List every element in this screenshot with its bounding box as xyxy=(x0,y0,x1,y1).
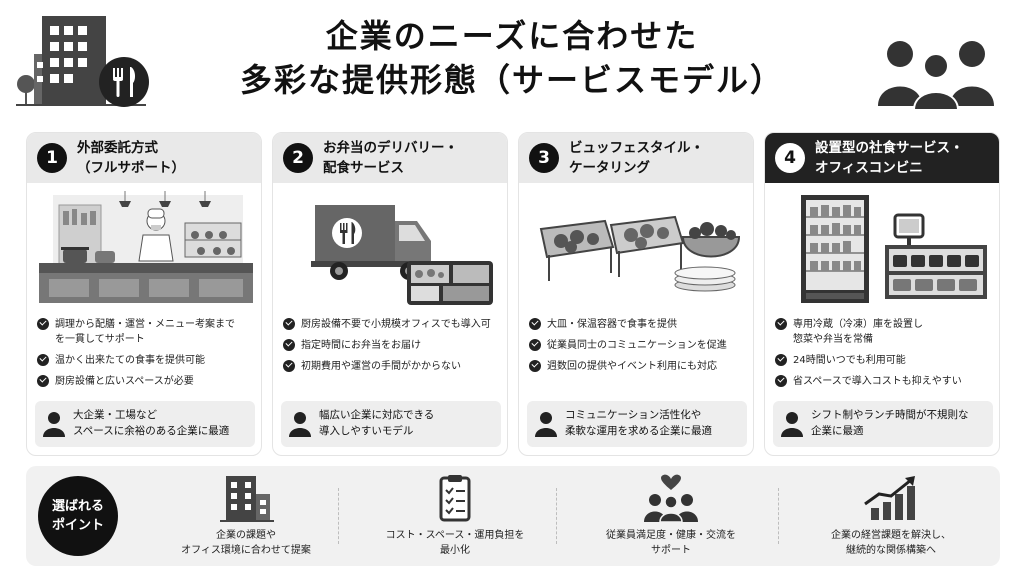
check-circle-icon xyxy=(775,318,787,330)
card-header: 2 お弁当のデリバリー・ 配食サービス xyxy=(273,133,507,183)
header: 企業のニーズに合わせた 多彩な提供形態（サービスモデル） xyxy=(0,0,1024,120)
card-title: 外部委託方式 （フルサポート） xyxy=(77,140,185,176)
feature-item: 温かく出来たての食事を提供可能 xyxy=(37,353,259,368)
target-box: 大企業・工場など スペースに余裕のある企業に最適 xyxy=(35,401,255,447)
point-text: 従業員満足度・健康・交流を サポート xyxy=(606,530,736,556)
check-circle-icon xyxy=(529,360,541,372)
card-title: 設置型の社食サービス・ オフィスコンビニ xyxy=(815,140,964,176)
person-icon xyxy=(289,412,311,437)
card-number: 4 xyxy=(775,143,805,173)
card-number: 2 xyxy=(283,143,313,173)
kitchen-chef-illustration xyxy=(35,191,255,309)
service-model-cards: 1 外部委託方式 （フルサポート） xyxy=(26,132,1000,456)
person-icon xyxy=(43,412,65,437)
target-text: 幅広い企業に対応できる 導入しやすいモデル xyxy=(319,409,435,437)
feature-text: 初期費用や運営の手間がかからない xyxy=(301,361,461,372)
feature-list: 大皿・保温容器で食事を提供 従業員同士のコミュニケーションを促進 週数回の提供や… xyxy=(529,317,751,380)
title-line-2: 多彩な提供形態（サービスモデル） xyxy=(239,61,784,99)
fridge-kiosk-illustration xyxy=(773,191,993,309)
target-text: シフト制やランチ時間が不規則な 企業に最適 xyxy=(811,409,969,437)
check-circle-icon xyxy=(37,318,49,330)
target-text: コミュニケーション活性化や 柔軟な運用を求める企業に最適 xyxy=(565,409,712,437)
feature-item: 専用冷蔵（冷凍）庫を設置し 惣菜や弁当を常備 xyxy=(775,317,997,347)
card-buffet-catering: 3 ビュッフェスタイル・ ケータリング 大皿・保温容器で食事を提供 xyxy=(518,132,754,456)
check-circle-icon xyxy=(283,318,295,330)
header-illustration xyxy=(12,14,152,110)
card-bento-delivery: 2 お弁当のデリバリー・ 配食サービス 厨房設備不要で小 xyxy=(272,132,508,456)
point-text: 企業の経営課題を解決し、 継続的な関係構築へ xyxy=(831,530,951,556)
check-circle-icon xyxy=(529,339,541,351)
feature-text: 大皿・保温容器で食事を提供 xyxy=(547,319,677,330)
person-icon xyxy=(781,412,803,437)
office-building-icon xyxy=(220,476,274,522)
feature-text: 24時間いつでも利用可能 xyxy=(793,355,906,366)
feature-list: 調理から配膳・運営・メニュー考案まで を一貫してサポート 温かく出来たての食事を… xyxy=(37,317,259,395)
check-circle-icon xyxy=(283,360,295,372)
feature-item: 指定時間にお弁当をお届け xyxy=(283,338,505,353)
feature-item: 従業員同士のコミュニケーションを促進 xyxy=(529,338,751,353)
feature-text: 週数回の提供やイベント利用にも対応 xyxy=(547,361,717,372)
card-header: 1 外部委託方式 （フルサポート） xyxy=(27,133,261,183)
point-business-relationship: 企業の経営課題を解決し、 継続的な関係構築へ xyxy=(786,472,996,562)
card-header: 4 設置型の社食サービス・ オフィスコンビニ xyxy=(765,133,999,183)
point-employee-support: 従業員満足度・健康・交流を サポート xyxy=(566,472,776,562)
card-header: 3 ビュッフェスタイル・ ケータリング xyxy=(519,133,753,183)
divider xyxy=(338,488,339,544)
feature-text: 厨房設備と広いスペースが必要 xyxy=(55,376,194,387)
check-circle-icon xyxy=(37,354,49,366)
point-proposal: 企業の課題や オフィス環境に合わせて提案 xyxy=(146,472,346,562)
feature-list: 厨房設備不要で小規模オフィスでも導入可 指定時間にお弁当をお届け 初期費用や運営… xyxy=(283,317,505,380)
clipboard-checklist-icon xyxy=(439,475,471,522)
feature-item: 大皿・保温容器で食事を提供 xyxy=(529,317,751,332)
selection-points-badge: 選ばれる ポイント xyxy=(38,476,118,556)
target-box: 幅広い企業に対応できる 導入しやすいモデル xyxy=(281,401,501,447)
feature-text: 調理から配膳・運営・メニュー考案まで を一貫してサポート xyxy=(55,319,235,345)
fork-knife-icon xyxy=(99,57,149,107)
feature-text: 従業員同士のコミュニケーションを促進 xyxy=(547,340,727,351)
target-text: 大企業・工場など スペースに余裕のある企業に最適 xyxy=(73,409,230,437)
delivery-truck-illustration xyxy=(281,191,501,309)
feature-list: 専用冷蔵（冷凍）庫を設置し 惣菜や弁当を常備 24時間いつでも利用可能 省スペー… xyxy=(775,317,997,395)
check-circle-icon xyxy=(775,375,787,387)
feature-item: 調理から配膳・運営・メニュー考案まで を一貫してサポート xyxy=(37,317,259,347)
people-group-icon xyxy=(876,40,996,111)
card-number: 1 xyxy=(37,143,67,173)
feature-item: 24時間いつでも利用可能 xyxy=(775,353,997,368)
feature-text: 専用冷蔵（冷凍）庫を設置し 惣菜や弁当を常備 xyxy=(793,319,923,345)
check-circle-icon xyxy=(37,375,49,387)
card-title: ビュッフェスタイル・ ケータリング xyxy=(569,140,704,176)
feature-text: 省スペースで導入コストも抑えやすい xyxy=(793,376,962,387)
card-number: 3 xyxy=(529,143,559,173)
people-heart-icon xyxy=(644,474,698,522)
feature-text: 厨房設備不要で小規模オフィスでも導入可 xyxy=(301,319,491,330)
point-cost-minimize: コスト・スペース・運用負担を 最小化 xyxy=(350,472,560,562)
divider xyxy=(778,488,779,544)
selection-points-bar: 選ばれる ポイント 企業の課題や オフィス環境に合わせて提案 コスト・スペース・… xyxy=(26,466,1000,566)
divider xyxy=(556,488,557,544)
target-box: シフト制やランチ時間が不規則な 企業に最適 xyxy=(773,401,993,447)
point-text: コスト・スペース・運用負担を 最小化 xyxy=(385,530,525,556)
feature-item: 週数回の提供やイベント利用にも対応 xyxy=(529,359,751,374)
page-title: 企業のニーズに合わせた 多彩な提供形態（サービスモデル） xyxy=(200,14,824,102)
check-circle-icon xyxy=(775,354,787,366)
check-circle-icon xyxy=(529,318,541,330)
person-icon xyxy=(535,412,557,437)
feature-text: 温かく出来たての食事を提供可能 xyxy=(55,355,205,366)
feature-item: 厨房設備と広いスペースが必要 xyxy=(37,374,259,389)
title-line-1: 企業のニーズに合わせた xyxy=(325,17,699,55)
feature-item: 初期費用や運営の手間がかからない xyxy=(283,359,505,374)
buffet-chafing-dish-illustration xyxy=(527,191,747,309)
feature-text: 指定時間にお弁当をお届け xyxy=(301,340,421,351)
card-outsourcing: 1 外部委託方式 （フルサポート） xyxy=(26,132,262,456)
feature-item: 省スペースで導入コストも抑えやすい xyxy=(775,374,997,389)
point-text: 企業の課題や オフィス環境に合わせて提案 xyxy=(181,530,311,556)
target-box: コミュニケーション活性化や 柔軟な運用を求める企業に最適 xyxy=(527,401,747,447)
growth-chart-icon xyxy=(864,476,915,520)
card-title: お弁当のデリバリー・ 配食サービス xyxy=(323,140,458,176)
card-office-convenience: 4 設置型の社食サービス・ オフィスコンビニ xyxy=(764,132,1000,456)
feature-item: 厨房設備不要で小規模オフィスでも導入可 xyxy=(283,317,505,332)
check-circle-icon xyxy=(283,339,295,351)
office-building-icon xyxy=(16,16,146,106)
